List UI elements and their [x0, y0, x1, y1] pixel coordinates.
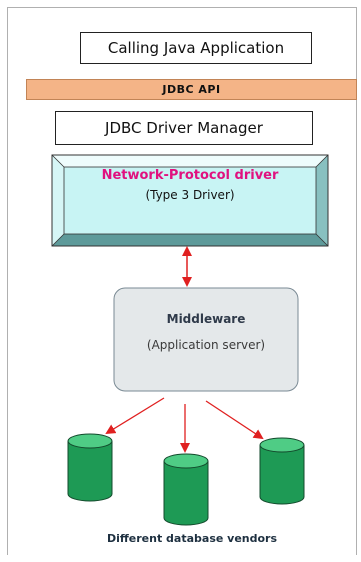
jdbc-api-label: JDBC API: [162, 83, 221, 96]
jdbc-driver-manager-box: JDBC Driver Manager: [55, 111, 313, 145]
middleware-box: [113, 287, 299, 392]
calling-java-application-label: Calling Java Application: [107, 39, 285, 57]
network-protocol-driver-box: [51, 154, 329, 247]
network-protocol-driver-text: Network-Protocol driver (Type 3 Driver): [60, 168, 320, 202]
arrow-to-database-left: [105, 397, 165, 435]
database-icon-left: [67, 433, 113, 502]
network-protocol-driver-subtitle: (Type 3 Driver): [145, 188, 235, 202]
database-vendors-caption: Different database vendors: [106, 532, 278, 545]
jdbc-driver-manager-label: JDBC Driver Manager: [105, 119, 263, 137]
network-protocol-driver-title: Network-Protocol driver: [101, 168, 279, 183]
jdbc-api-bar: JDBC API: [26, 79, 357, 100]
arrow-to-database-right: [205, 400, 264, 440]
middleware-text: Middleware (Application server): [114, 312, 298, 352]
database-icon-right: [259, 437, 305, 505]
middleware-title: Middleware: [166, 312, 246, 326]
database-icon-center: [163, 453, 209, 526]
middleware-subtitle: (Application server): [146, 338, 266, 352]
diagram-frame: [7, 7, 357, 555]
calling-java-application-box: Calling Java Application: [80, 32, 312, 64]
